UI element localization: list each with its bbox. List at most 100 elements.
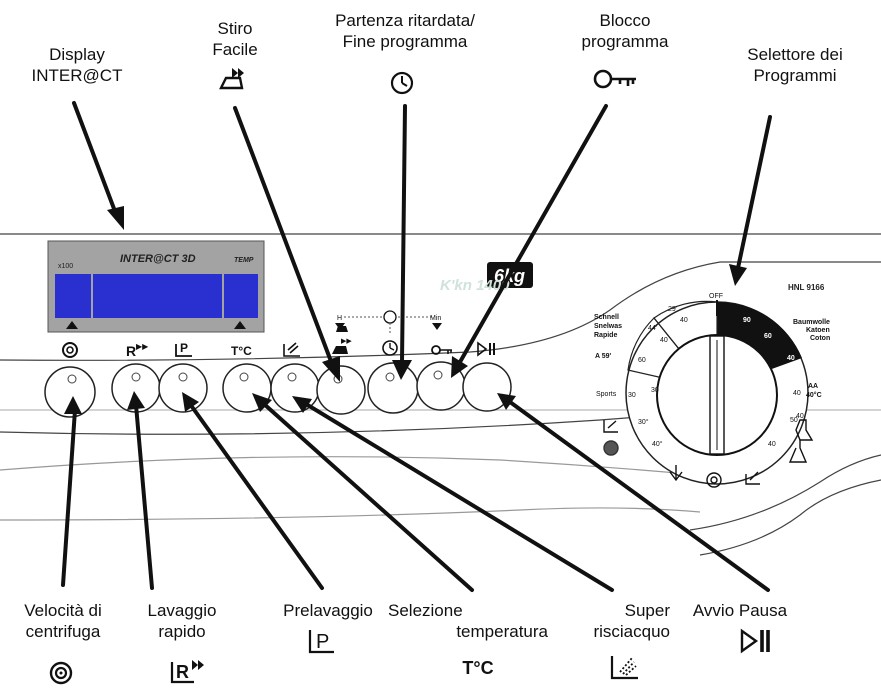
svg-text:30: 30 bbox=[651, 387, 659, 394]
svg-text:40: 40 bbox=[768, 441, 776, 448]
iron-icon bbox=[332, 346, 348, 354]
label-avvio: Avvio Pausa bbox=[692, 601, 788, 620]
prewash-icon bbox=[175, 344, 192, 357]
svg-text:Coton: Coton bbox=[810, 335, 830, 342]
arrow-lavaggio bbox=[134, 403, 154, 590]
arrow-partenza bbox=[400, 104, 407, 364]
display-marker-right bbox=[234, 321, 246, 329]
iron-icon-label bbox=[218, 64, 248, 94]
arrow-velocita bbox=[61, 408, 77, 587]
label-super: Super risciacquo bbox=[593, 601, 670, 641]
quick-wash-icon-label: R bbox=[168, 656, 210, 686]
clock-icon-label bbox=[389, 70, 415, 96]
svg-text:29': 29' bbox=[668, 306, 677, 313]
svg-text:▶▶: ▶▶ bbox=[341, 338, 352, 345]
arrow-stiro bbox=[233, 106, 334, 366]
svg-text:A 59': A 59' bbox=[595, 353, 612, 360]
svg-text:50: 50 bbox=[790, 417, 798, 424]
svg-text:P: P bbox=[316, 631, 329, 653]
arrow-selettore bbox=[736, 115, 772, 270]
label-selezione: Selezione temperatura bbox=[388, 601, 548, 641]
display-title: INTER@CT 3D bbox=[120, 253, 196, 265]
label-lavaggio: Lavaggio rapido bbox=[147, 601, 217, 641]
dial-symbols bbox=[603, 419, 814, 488]
svg-text:30°: 30° bbox=[638, 418, 649, 426]
svg-text:Baumwolle: Baumwolle bbox=[793, 319, 830, 326]
timer-indicator: H Min bbox=[335, 310, 442, 335]
rinse-icon-label bbox=[608, 650, 642, 682]
buttons bbox=[44, 361, 512, 418]
clock-icon bbox=[382, 340, 398, 356]
svg-text:30: 30 bbox=[628, 392, 636, 399]
svg-text:H: H bbox=[337, 315, 342, 322]
button-symbols: R ▶▶ P T°C ▶▶ bbox=[62, 338, 495, 359]
label-display: Display INTER@CT bbox=[31, 45, 123, 85]
spin-icon-label bbox=[48, 660, 74, 686]
svg-text:44': 44' bbox=[648, 325, 657, 332]
arrow-super bbox=[304, 402, 614, 592]
svg-text:Snelwas: Snelwas bbox=[594, 323, 622, 330]
brand-faded: K'kn 1400 bbox=[440, 277, 510, 294]
display-screen-right bbox=[224, 274, 258, 318]
key-icon bbox=[431, 345, 441, 355]
svg-text:Rapide: Rapide bbox=[594, 332, 617, 339]
svg-text:90: 90 bbox=[743, 317, 751, 324]
arrow-selezione bbox=[262, 402, 474, 592]
display-screen-left bbox=[55, 274, 91, 318]
label-stiro: Stiro Facile bbox=[212, 19, 258, 59]
dial-marks: OFF 29' 40 44' 40 60 90 60 40 30 40 30° … bbox=[594, 293, 830, 448]
svg-text:OFF: OFF bbox=[709, 293, 723, 300]
svg-text:AA: AA bbox=[808, 383, 818, 390]
play-pause-icon bbox=[477, 341, 488, 357]
svg-text:40: 40 bbox=[796, 413, 804, 420]
quick-wash-icon: R bbox=[126, 343, 136, 359]
display-left-mark: x100 bbox=[58, 263, 73, 270]
label-velocita: Velocità di centrifuga bbox=[24, 601, 102, 641]
svg-text:R: R bbox=[176, 662, 189, 682]
leader-lines bbox=[61, 101, 772, 592]
btn-partenza[interactable] bbox=[367, 362, 419, 414]
button-leds bbox=[67, 370, 443, 384]
btn-velocita[interactable] bbox=[44, 366, 96, 418]
arrow-blocco bbox=[458, 104, 608, 364]
svg-text:40°: 40° bbox=[652, 440, 663, 448]
btn-super[interactable] bbox=[270, 363, 320, 413]
key-icon-label bbox=[592, 66, 640, 92]
svg-text:Katoen: Katoen bbox=[806, 327, 830, 334]
program-dial bbox=[625, 300, 809, 485]
svg-text:60: 60 bbox=[764, 333, 772, 340]
btn-avvio[interactable] bbox=[462, 362, 512, 412]
temperature-icon-label: T°C bbox=[462, 658, 494, 678]
arrow-prelavaggio bbox=[188, 402, 324, 590]
spin-icon bbox=[62, 342, 78, 358]
temp-icon: T°C bbox=[231, 344, 252, 358]
svg-text:Schnell: Schnell bbox=[594, 314, 619, 321]
svg-text:40: 40 bbox=[660, 337, 668, 344]
display-right-mark: TEMP bbox=[234, 257, 254, 264]
play-pause-icon-label bbox=[738, 626, 774, 656]
svg-text:▶▶: ▶▶ bbox=[136, 342, 149, 351]
label-blocco: Blocco programma bbox=[581, 11, 669, 51]
svg-text:40: 40 bbox=[680, 317, 688, 324]
svg-text:Sports: Sports bbox=[596, 391, 617, 398]
label-selettore: Selettore dei Programmi bbox=[747, 45, 843, 85]
arrow-display bbox=[72, 101, 118, 216]
svg-text:40°C: 40°C bbox=[806, 391, 822, 399]
rinse-icon bbox=[283, 342, 300, 357]
svg-text:Min: Min bbox=[430, 315, 441, 322]
display-screen-center bbox=[93, 274, 222, 318]
label-partenza: Partenza ritardata/ Fine programma bbox=[335, 11, 475, 51]
btn-prelavaggio[interactable] bbox=[158, 363, 208, 413]
prewash-icon-label: P bbox=[306, 626, 338, 656]
svg-text:P: P bbox=[180, 341, 188, 355]
svg-text:60: 60 bbox=[638, 357, 646, 364]
btn-stiro[interactable] bbox=[316, 365, 366, 415]
svg-text:40: 40 bbox=[793, 390, 801, 397]
svg-text:40: 40 bbox=[787, 355, 795, 362]
display-marker-left bbox=[66, 321, 78, 329]
arrow-avvio bbox=[508, 400, 770, 592]
label-prelavaggio: Prelavaggio bbox=[283, 601, 373, 620]
model-number: HNL 9166 bbox=[788, 283, 825, 292]
